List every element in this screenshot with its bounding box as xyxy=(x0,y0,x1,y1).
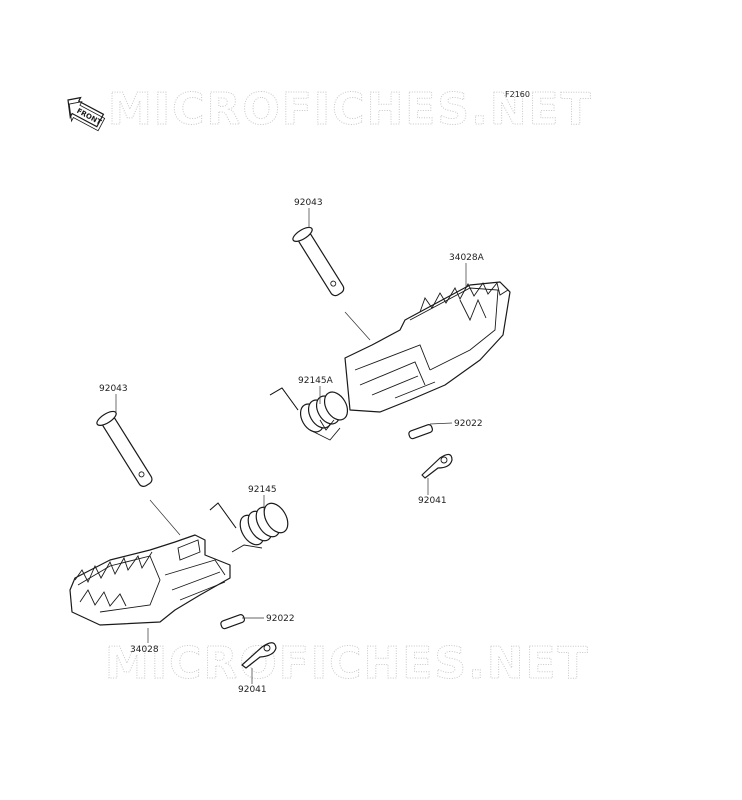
label-cotter-left: 92041 xyxy=(238,685,267,695)
label-pin-left: 92043 xyxy=(99,384,128,394)
pin-left xyxy=(96,410,153,487)
spring-right xyxy=(269,387,349,441)
footpeg-right xyxy=(344,281,511,413)
label-washer-right: 92022 xyxy=(454,419,483,429)
front-arrow-icon: FRONT xyxy=(67,96,106,132)
footpeg-left xyxy=(69,534,231,626)
pin-right xyxy=(292,226,345,297)
figure-code: F2160 xyxy=(505,90,530,99)
label-spring-left: 92145 xyxy=(248,485,277,495)
label-peg-right: 34028A xyxy=(449,253,485,263)
label-pin-right: 92043 xyxy=(294,198,323,208)
cotter-right xyxy=(421,453,453,479)
label-cotter-right: 92041 xyxy=(418,496,447,506)
washer-left xyxy=(220,614,246,630)
cotter-left xyxy=(241,642,277,669)
spring-left xyxy=(209,502,289,553)
label-washer-left: 92022 xyxy=(266,614,295,624)
label-peg-left: 34028 xyxy=(130,645,159,655)
watermark-top: MICROFICHES.NET xyxy=(108,84,593,135)
watermark-bottom: MICROFICHES.NET xyxy=(105,638,590,689)
washer-right xyxy=(408,424,434,440)
label-spring-right: 92145A xyxy=(298,376,334,386)
